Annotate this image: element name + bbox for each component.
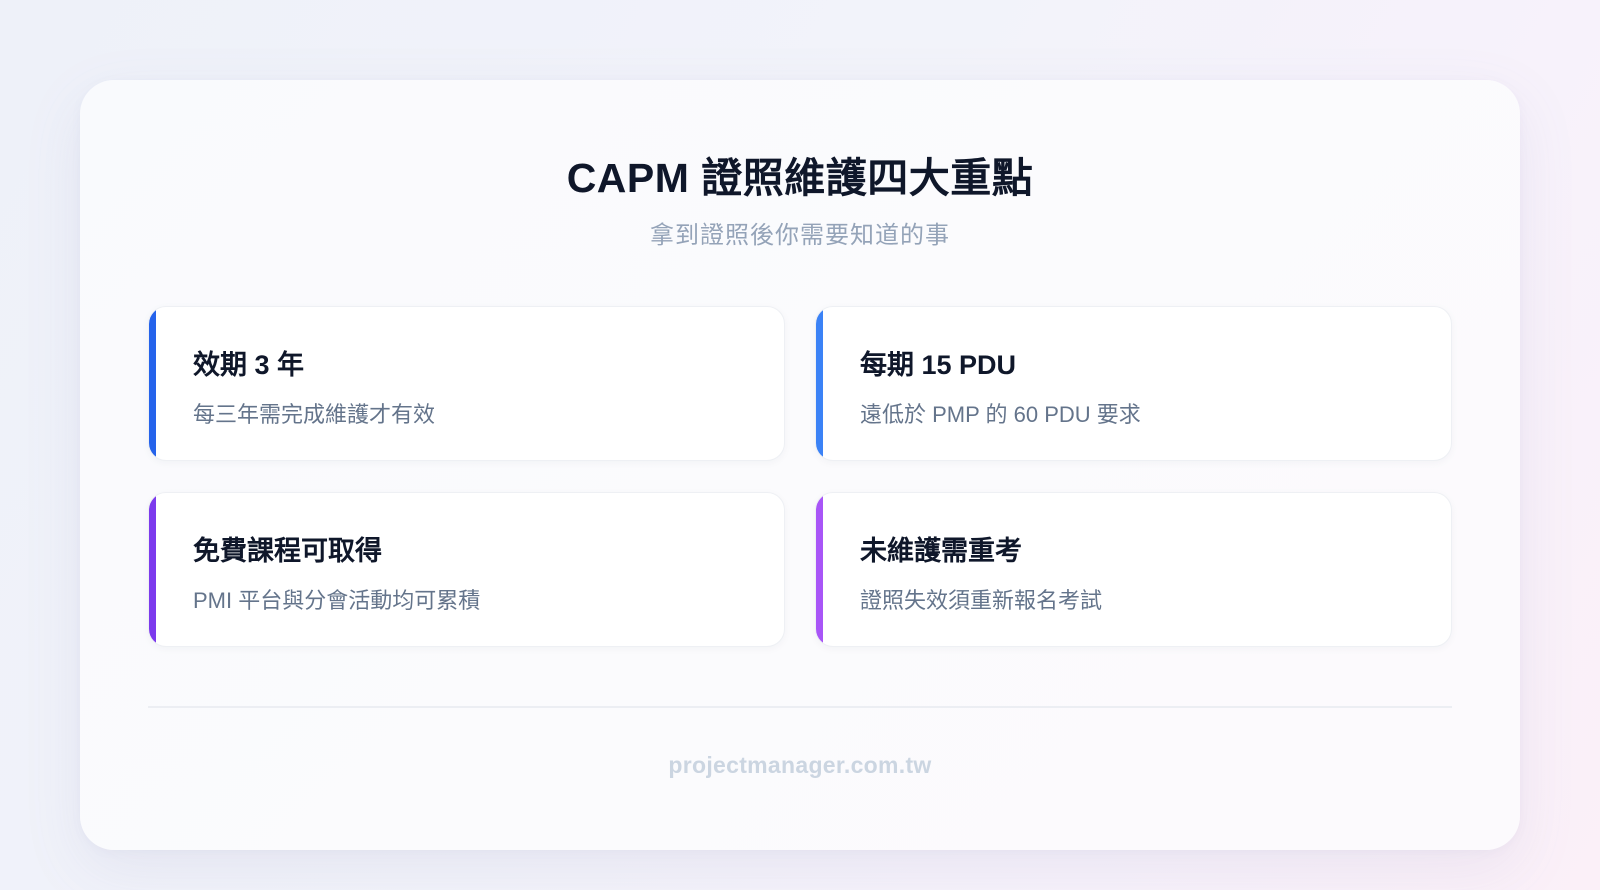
card-accent-bar — [816, 307, 823, 460]
key-point-card-pdu: 每期 15 PDU 遠低於 PMP 的 60 PDU 要求 — [815, 306, 1452, 461]
footer-website: projectmanager.com.tw — [668, 752, 932, 778]
card-description: 證照失效須重新報名考試 — [860, 588, 1103, 613]
card-description: PMI 平台與分會活動均可累積 — [193, 588, 481, 613]
card-accent-bar — [149, 493, 156, 646]
footer-divider — [148, 706, 1452, 708]
card-accent-bar — [816, 493, 823, 646]
key-point-card-free-courses: 免費課程可取得 PMI 平台與分會活動均可累積 — [148, 492, 785, 647]
card-title: 未維護需重考 — [860, 536, 1022, 566]
card-title: 每期 15 PDU — [860, 350, 1017, 380]
page-title: CAPM 證照維護四大重點 — [566, 155, 1034, 201]
card-title: 免費課程可取得 — [193, 536, 382, 566]
card-description: 每三年需完成維護才有效 — [193, 402, 436, 427]
card-title: 效期 3 年 — [193, 350, 305, 380]
key-points-grid: 效期 3 年 每三年需完成維護才有效 每期 15 PDU 遠低於 PMP 的 6… — [148, 306, 1452, 647]
key-point-card-validity: 效期 3 年 每三年需完成維護才有效 — [148, 306, 785, 461]
key-point-card-retake: 未維護需重考 證照失效須重新報名考試 — [815, 492, 1452, 647]
page-subtitle: 拿到證照後你需要知道的事 — [650, 222, 950, 249]
card-accent-bar — [149, 307, 156, 460]
card-description: 遠低於 PMP 的 60 PDU 要求 — [860, 402, 1141, 427]
content-panel: CAPM 證照維護四大重點 拿到證照後你需要知道的事 效期 3 年 每三年需完成… — [80, 80, 1520, 850]
